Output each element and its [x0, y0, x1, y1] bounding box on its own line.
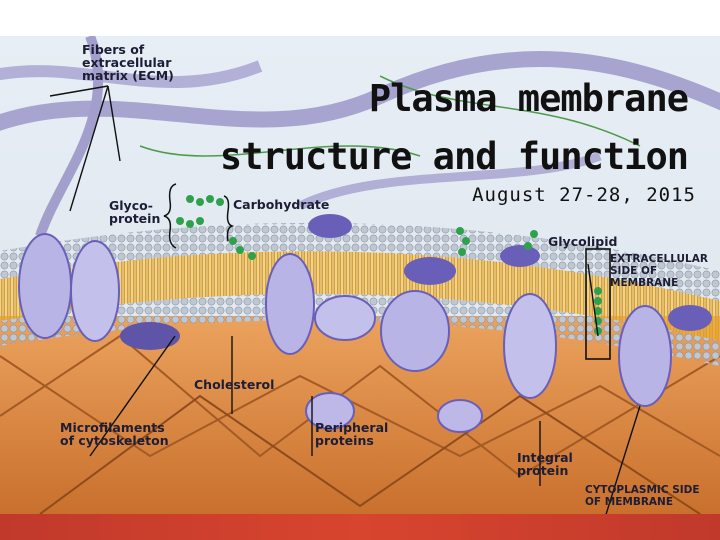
label-glycoprotein: Glyco- protein: [109, 198, 161, 226]
label-extracellular-side: EXTRACELLULAR SIDE OF MEMBRANE: [610, 253, 708, 289]
label-carbohydrate: Carbohydrate: [233, 197, 330, 212]
slide-title-line1: Plasma membrane: [368, 77, 689, 120]
label-ecm: Fibers of extracellular matrix (ECM): [82, 42, 174, 83]
slide-subtitle: August 27-28, 2015: [472, 184, 696, 206]
membrane-illustration: [0, 36, 720, 514]
label-peripheral-proteins: Peripheral proteins: [315, 420, 389, 448]
label-glycolipid: Glycolipid: [548, 234, 618, 249]
label-microfilaments: Microfilaments of cytoskeleton: [60, 420, 169, 448]
label-cholesterol: Cholesterol: [194, 377, 275, 392]
slide-top-band: [0, 0, 720, 36]
label-cytoplasmic-side: CYTOPLASMIC SIDE OF MEMBRANE: [585, 484, 700, 508]
slide-bottom-accent-bar: [0, 514, 720, 540]
label-integral-protein: Integral protein: [517, 450, 573, 478]
slide-title-line2: structure and function: [219, 135, 689, 178]
